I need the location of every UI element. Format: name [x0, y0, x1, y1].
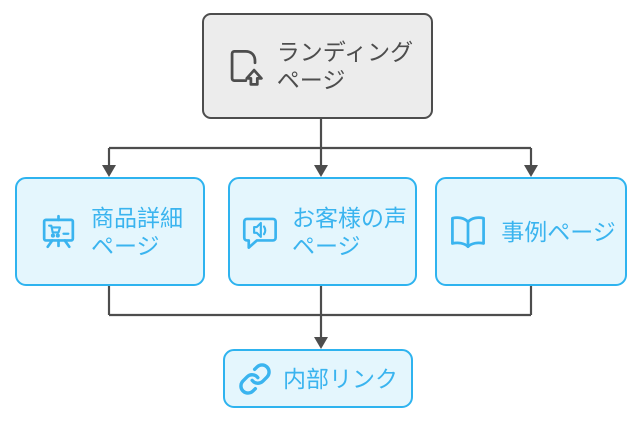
node-label-line: お客様の声 [292, 204, 407, 231]
node-landing-page: ランディング ページ [202, 13, 433, 119]
arrowhead-case [524, 165, 538, 177]
node-label-line: ランディング [276, 39, 414, 65]
speech-bubble-voice-icon [238, 210, 281, 253]
page-upload-icon [222, 44, 266, 88]
node-label: 事例ページ [501, 218, 616, 246]
node-label-line: 内部リンク [283, 365, 398, 392]
arrowhead-product [102, 165, 116, 177]
node-label-line: 商品詳細 [91, 204, 183, 231]
arrowhead-internal-link [314, 337, 328, 349]
node-customer-voice-page: お客様の声 ページ [228, 177, 417, 286]
link-icon [238, 362, 272, 396]
node-label-line: 事例ページ [501, 218, 616, 245]
node-product-detail-page: 商品詳細 ページ [15, 177, 205, 286]
node-label: ランディング ページ [277, 38, 413, 94]
node-label: お客様の声 ページ [292, 204, 407, 260]
node-label: 内部リンク [283, 365, 398, 393]
open-book-icon [446, 210, 490, 254]
arrowhead-voice [314, 165, 328, 177]
node-internal-link: 内部リンク [223, 349, 413, 408]
node-label-line: ページ [276, 67, 346, 93]
node-case-study-page: 事例ページ [435, 177, 627, 286]
presentation-board-cart-icon [37, 210, 80, 253]
node-label-line: ページ [292, 232, 361, 259]
node-label-line: ページ [91, 232, 160, 259]
node-label: 商品詳細 ページ [91, 204, 183, 260]
